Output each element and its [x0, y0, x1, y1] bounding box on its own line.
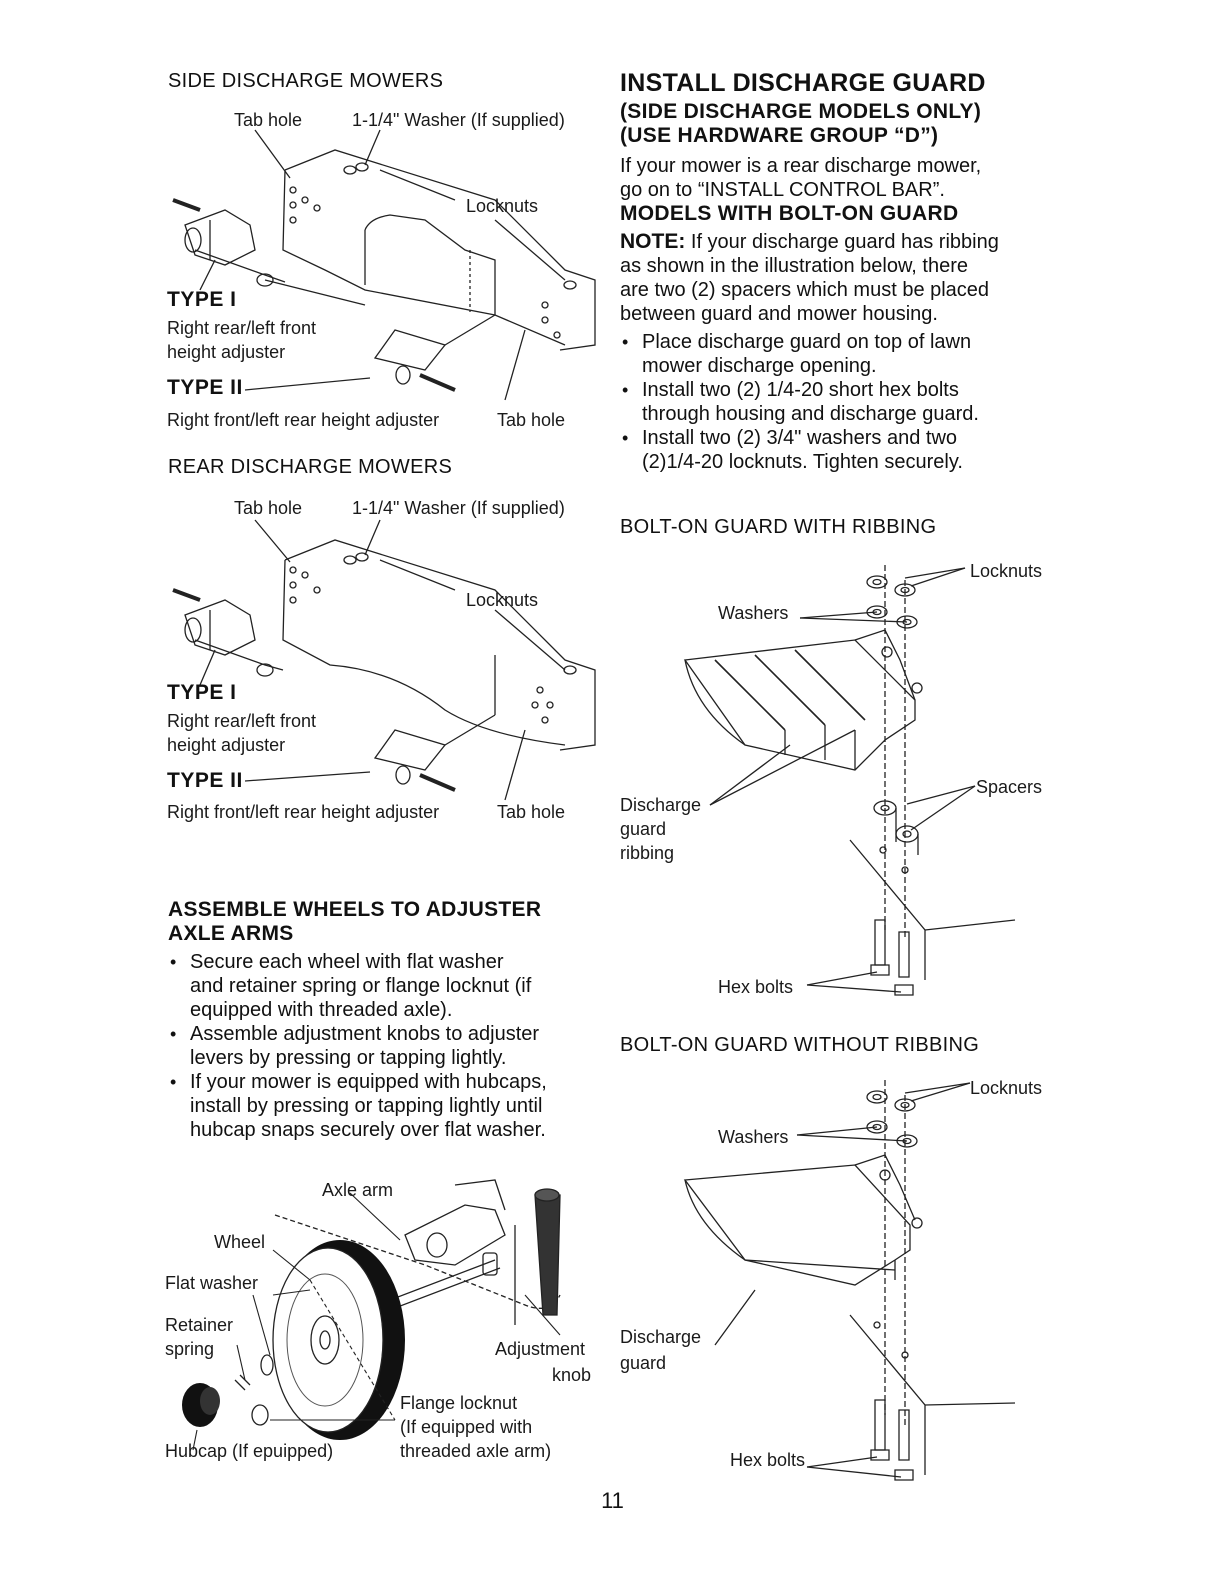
wheel-assembly-illustration [182, 1165, 605, 1455]
spring-label: spring [165, 1339, 215, 1359]
flange-locknut-label-3: threaded axle arm) [400, 1441, 552, 1461]
install-discharge-guard-section: INSTALL DISCHARGE GUARD (SIDE DISCHARGE … [620, 68, 1060, 474]
axle-arm-label: Axle arm [322, 1180, 394, 1200]
wheels-bullet-1: Secure each wheel with flat washer and r… [170, 950, 608, 1022]
fig-with-ribbing-title: BOLT-ON GUARD WITH RIBBING [620, 516, 937, 538]
install-discharge-guard-heading: INSTALL DISCHARGE GUARD [620, 69, 986, 97]
side-locknuts-label: Locknuts [466, 196, 539, 216]
side-washer-label: 1-1/4" Washer (If supplied) [352, 110, 565, 130]
fig2-locknuts-label: Locknuts [970, 1078, 1043, 1098]
flange-locknut-label-2: (If equipped with [400, 1417, 533, 1437]
fig1-hex-bolts-label: Hex bolts [718, 977, 794, 997]
fig1-spacers-label: Spacers [976, 777, 1043, 797]
rear-type-2-leader [245, 768, 375, 788]
knob-label: knob [552, 1365, 592, 1385]
rear-type-2-desc: Right front/left rear height adjuster [167, 802, 440, 822]
rear-discharge-illustration [165, 520, 595, 800]
flange-locknut-label-1: Flange locknut [400, 1393, 518, 1413]
fig1-washers-label: Washers [718, 603, 789, 623]
intro-line-1: If your mower is a rear discharge mower, [620, 155, 982, 177]
side-models-only-subheading: (SIDE DISCHARGE MODELS ONLY) [620, 100, 982, 123]
flat-washer-label: Flat washer [165, 1273, 259, 1293]
fig-without-ribbing-title: BOLT-ON GUARD WITHOUT RIBBING [620, 1034, 980, 1056]
rear-discharge-title: REAR DISCHARGE MOWERS [168, 456, 453, 478]
rear-locknuts-label: Locknuts [466, 590, 539, 610]
wheels-bullet-list: Secure each wheel with flat washer and r… [168, 950, 608, 1142]
side-type-2-label: TYPE II [167, 376, 243, 399]
rear-tab-hole-label: Tab hole [234, 498, 303, 518]
install-bullet-3: Install two (2) 3/4" washers and two (2)… [622, 426, 1060, 474]
wheels-heading-line-2: AXLE ARMS [168, 922, 294, 945]
hubcap-label: Hubcap (If epuipped) [165, 1441, 334, 1461]
fig2-washers-label: Washers [718, 1127, 789, 1147]
side-type-2-desc: Right front/left rear height adjuster [167, 410, 440, 430]
retainer-label: Retainer [165, 1315, 234, 1335]
wheels-bullet-2: Assemble adjustment knobs to adjuster le… [170, 1022, 608, 1070]
fig2-discharge-label: Discharge [620, 1327, 702, 1347]
fig1-ribbing-label: ribbing [620, 843, 675, 863]
adjustment-label: Adjustment [495, 1339, 586, 1359]
fig1-discharge-label: Discharge [620, 795, 702, 815]
side-type-1-label: TYPE I [167, 288, 237, 311]
install-bullet-list: Place discharge guard on top of lawn mow… [620, 330, 1060, 474]
intro-line-2: go on to “INSTALL CONTROL BAR”. [620, 179, 945, 201]
side-type-1-desc-2: height adjuster [167, 342, 286, 362]
side-discharge-title: SIDE DISCHARGE MOWERS [168, 70, 444, 92]
side-type-1-desc-1: Right rear/left front [167, 318, 317, 338]
fig2-guard-label: guard [620, 1353, 667, 1373]
fig2-hex-bolts-label: Hex bolts [730, 1450, 806, 1470]
fig1-locknuts-label: Locknuts [970, 561, 1043, 581]
install-bullet-2: Install two (2) 1/4-20 short hex bolts t… [622, 378, 1060, 426]
rear-type-2-label: TYPE II [167, 769, 243, 792]
install-bullet-1: Place discharge guard on top of lawn mow… [622, 330, 1060, 378]
guard-with-ribbing-illustration [615, 560, 1035, 1010]
wheels-heading-line-1: ASSEMBLE WHEELS TO ADJUSTER [168, 898, 542, 921]
guard-without-ribbing-illustration [615, 1075, 1035, 1495]
page-number: 11 [601, 1488, 624, 1513]
rear-type-1-label: TYPE I [167, 681, 237, 704]
rear-washer-label: 1-1/4" Washer (If supplied) [352, 498, 565, 518]
fig1-guard-label: guard [620, 819, 667, 839]
bolt-on-guard-heading: MODELS WITH BOLT-ON GUARD [620, 202, 959, 225]
side-tab-hole-bottom-label: Tab hole [497, 410, 566, 430]
hardware-group-subheading: (USE HARDWARE GROUP “D”) [620, 124, 939, 147]
side-discharge-illustration [165, 130, 595, 400]
wheels-section: ASSEMBLE WHEELS TO ADJUSTER AXLE ARMS Se… [168, 898, 608, 1142]
rear-tab-hole-bottom-label: Tab hole [497, 802, 566, 822]
wheels-bullet-3: If your mower is equipped with hubcaps, … [170, 1070, 608, 1142]
rear-type-1-desc-1: Right rear/left front [167, 711, 317, 731]
wheel-label: Wheel [214, 1232, 266, 1252]
rear-type-1-desc-2: height adjuster [167, 735, 286, 755]
note-paragraph: NOTE: If your discharge guard has ribbin… [620, 230, 999, 325]
note-label: NOTE: [620, 230, 686, 253]
side-tab-hole-label: Tab hole [234, 110, 303, 130]
side-type-2-leader [245, 376, 375, 396]
